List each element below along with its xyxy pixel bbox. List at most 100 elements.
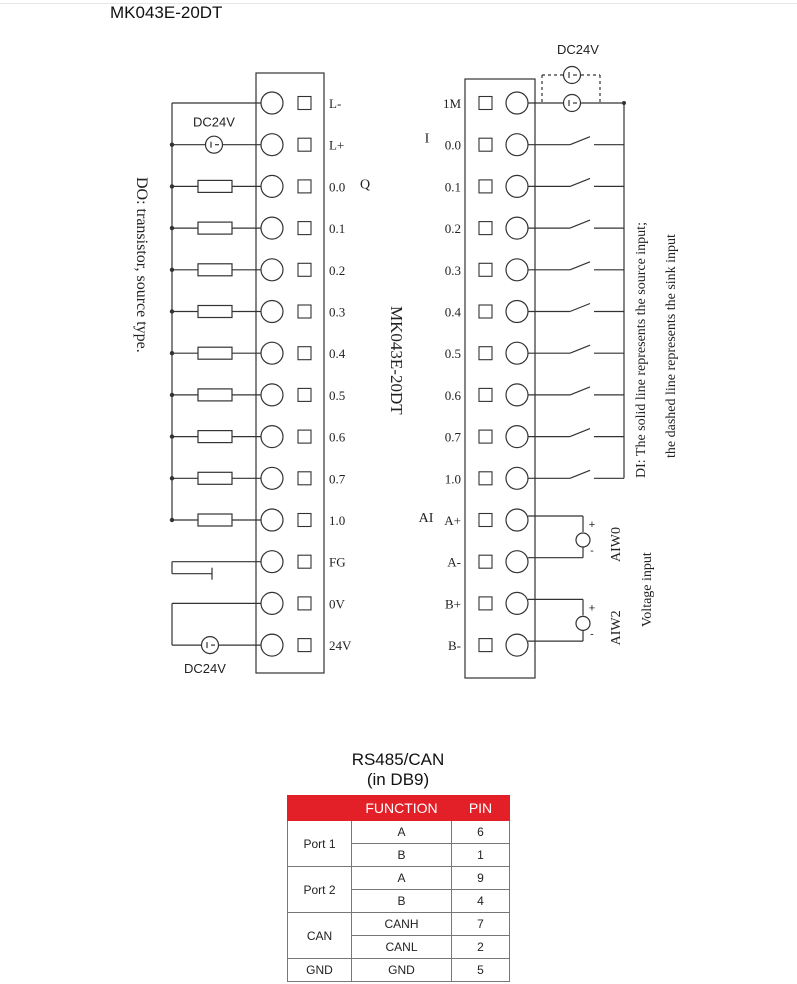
terminal-screw [505, 341, 529, 365]
junction-dot [169, 309, 175, 314]
load-resistor [197, 179, 233, 193]
analog-input-aiw2: +-AIW2 [528, 598, 624, 645]
terminal-screw [505, 425, 529, 449]
di-terminal-4: 0.2 [445, 216, 529, 240]
function-cell: A [351, 866, 452, 890]
terminal-screw [505, 466, 529, 490]
di-note-line1: DI: The solid line represents the source… [634, 222, 649, 478]
function-cell: A [351, 820, 452, 844]
table-row: B 4 [288, 889, 510, 913]
do-terminal-2: L+ [260, 133, 344, 157]
di-terminal-2: 0.0 [445, 133, 529, 157]
di-terminal-11: A+ [444, 508, 529, 532]
header-function: FUNCTION [351, 795, 452, 821]
junction-dot [622, 101, 626, 105]
q-group-label: Q [360, 177, 370, 192]
plus-sign: + [589, 519, 595, 531]
function-cell: B [351, 843, 452, 867]
terminal-led [297, 262, 312, 277]
table-row: CAN CANH 7 [287, 912, 510, 959]
do-terminal-label: 0.1 [329, 221, 345, 236]
di-terminal-label: B- [448, 638, 461, 653]
do-terminal-10: 0.7 [260, 466, 346, 490]
do-terminal-label: 0.0 [329, 179, 345, 194]
di-terminal-label: 0.6 [445, 388, 462, 403]
terminal-screw [260, 383, 284, 407]
table-row: GND GND 5 [287, 958, 510, 982]
do-terminal-12: FG [260, 550, 346, 574]
junction-dot [169, 225, 175, 231]
terminal-screw [505, 383, 529, 407]
switch-contact [569, 344, 591, 354]
header-pin: PIN [451, 795, 510, 821]
terminal-screw [505, 591, 529, 616]
junction-dot [169, 184, 175, 189]
di-terminal-3: 0.1 [445, 174, 529, 198]
terminal-screw [260, 133, 284, 157]
di-terminal-12: A- [447, 550, 529, 574]
table-row: B 1 [288, 843, 510, 867]
di-terminal-label: 0.0 [445, 138, 461, 153]
aiw-label: AIW2 [609, 610, 624, 645]
table-row: CANL 2 [288, 935, 510, 959]
terminal-led [297, 471, 312, 486]
minus-sign: - [590, 628, 594, 640]
junction-dot [169, 434, 175, 439]
terminal-screw [260, 425, 284, 449]
do-terminal-3: 0.0 [260, 174, 345, 198]
terminal-screw [260, 91, 284, 115]
load-resistor [197, 304, 233, 319]
dc24v-label-top: DC24V [193, 115, 235, 130]
do-terminal-label: 0.2 [329, 263, 345, 278]
do-terminal-label: L+ [329, 138, 344, 153]
pin-cell: 1 [451, 843, 510, 867]
do-terminal-5: 0.2 [260, 258, 345, 282]
dc24v-label-right: DC24V [557, 42, 599, 57]
switch-contact [569, 219, 591, 229]
terminal-screw [260, 633, 284, 657]
terminal-led [297, 512, 312, 528]
junction-dot [169, 476, 175, 481]
terminal-led [478, 95, 493, 111]
terminal-led [478, 221, 493, 236]
do-terminal-label: FG [329, 555, 346, 570]
terminal-led [297, 221, 312, 236]
do-block-outline [255, 72, 325, 674]
load-resistor [197, 513, 233, 527]
terminal-led [297, 638, 312, 653]
table-row: Port 2 A 9 [287, 866, 510, 913]
rs485-subtitle: (in DB9) [366, 770, 430, 789]
terminal-screw [260, 341, 284, 365]
do-terminal-label: L- [329, 96, 341, 111]
analog-source [575, 615, 591, 632]
terminal-led [478, 346, 493, 361]
terminal-led [297, 137, 312, 152]
di-terminal-block: 1M0.00.10.20.30.40.50.60.71.0A+A-B+B-IAI… [419, 42, 626, 679]
load-resistor [197, 263, 233, 277]
do-terminal-6: 0.3 [260, 299, 345, 324]
dc24v-source-sink [562, 65, 582, 85]
header-group [287, 795, 352, 821]
di-terminal-14: B- [448, 633, 529, 657]
do-terminal-13: 0V [260, 591, 346, 616]
di-terminal-label: 0.5 [445, 346, 461, 361]
di-terminal-8: 0.6 [445, 383, 529, 407]
do-terminal-label: 0.3 [329, 305, 345, 320]
switch-contact [569, 177, 591, 187]
terminal-screw [260, 550, 284, 574]
i-group-label: I [425, 132, 430, 147]
top-divider [0, 3, 797, 4]
load-resistor [197, 388, 233, 402]
terminal-led [297, 346, 312, 361]
di-terminal-label: 0.4 [445, 305, 462, 320]
terminal-led [478, 512, 493, 528]
load-resistor [197, 471, 233, 485]
do-terminal-label: 0V [329, 596, 346, 611]
source-circle [204, 135, 224, 154]
terminal-led [478, 554, 493, 569]
terminal-screw [505, 91, 529, 115]
terminal-led [297, 387, 312, 402]
voltage-input-label: Voltage input [640, 552, 655, 627]
switch-contact [569, 261, 591, 271]
terminal-screw [505, 133, 529, 157]
